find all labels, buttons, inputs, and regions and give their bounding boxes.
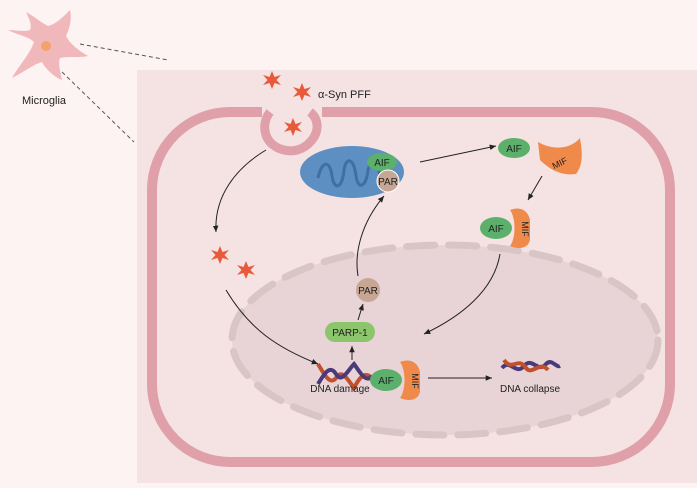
aif-mito-node (367, 153, 397, 171)
microglia-label: Microglia (22, 95, 67, 107)
nucleus (232, 245, 658, 435)
parp1-node (325, 322, 375, 342)
par-nuc-node (356, 278, 380, 302)
dna-collapse-label: DNA collapse (500, 384, 560, 395)
microglia-icon (8, 10, 88, 80)
par-mito-node (376, 169, 400, 193)
aif-dna-node (370, 369, 402, 391)
collapsed-dna (500, 358, 561, 373)
aif-complex-node (480, 217, 512, 239)
par-mito-label: PAR (378, 177, 398, 188)
aif-complex-label: AIF (488, 224, 504, 235)
zoom-guide-line-top (79, 43, 169, 61)
aif-free-label: AIF (506, 144, 522, 155)
arrow-parp1-to-par (357, 303, 364, 321)
arrow-complex-to-nucleus (423, 253, 501, 335)
pff-label: α-Syn PFF (318, 89, 371, 101)
arrow-par-to-mitochondria (356, 195, 385, 277)
aif-mito-label: AIF (374, 158, 390, 169)
arrow-pff-to-dna-damage (225, 289, 319, 365)
arrow-mito-to-aif (419, 144, 497, 163)
par-nuc-label: PAR (358, 286, 378, 297)
mif-dna-shape (400, 360, 420, 400)
zoom-guide-line-bottom (61, 71, 135, 143)
mif-complex-label: MIF (520, 221, 530, 237)
nuclear-envelope-pores (228, 241, 662, 439)
damaged-dna (316, 360, 374, 392)
aif-dna-label: AIF (378, 376, 394, 387)
dna-damage-label: DNA damage (310, 384, 370, 395)
endocytic-vesicle (260, 106, 322, 156)
parp1-label: PARP-1 (332, 328, 368, 339)
mif-dna-label: MIF (410, 373, 420, 389)
mif-complex-shape (510, 208, 530, 248)
arrow-vesicle-to-cytoplasm (212, 149, 267, 233)
mif-free-shape (538, 138, 582, 175)
arrow-aif-mif-complex (527, 175, 543, 201)
aif-free-node (498, 138, 530, 158)
